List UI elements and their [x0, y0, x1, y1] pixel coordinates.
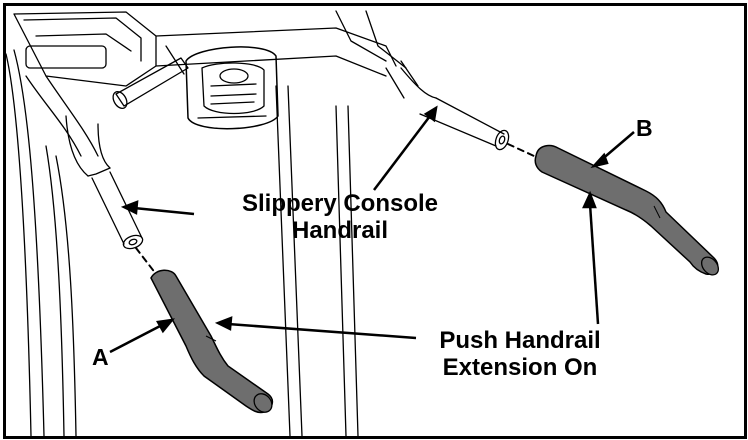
- label-slippery-console-handrail: Slippery Console Handrail: [220, 190, 460, 245]
- label-a: A: [92, 344, 109, 370]
- label-b: B: [636, 115, 653, 141]
- handrail-extension-b: [534, 144, 720, 276]
- label-push-line1: Push Handrail: [439, 327, 601, 354]
- arrow-slippery-left: [120, 200, 195, 216]
- right-console-handrail: [400, 67, 510, 151]
- diagram-frame: A B Slippery Console Handrail Push Handr…: [3, 3, 747, 439]
- console-body: [13, 10, 407, 157]
- arrow-a: [109, 318, 175, 354]
- insertion-guides: [135, 143, 535, 275]
- handrail-extension-a: [150, 269, 274, 414]
- left-console-handrail: [65, 115, 144, 250]
- display-pod: [185, 46, 279, 130]
- arrow-b: [590, 131, 635, 169]
- label-push-handrail-extension: Push Handrail Extension On: [410, 327, 630, 382]
- treadmill-illustration: [6, 10, 720, 436]
- label-push-line2: Extension On: [442, 353, 598, 381]
- right-upright: [275, 85, 359, 436]
- label-slippery-line2: Handrail: [291, 216, 389, 244]
- label-slippery-line1: Slippery Console: [241, 190, 439, 217]
- left-upright: [6, 49, 77, 436]
- arrow-slippery-right: [373, 105, 438, 191]
- console-handlebars: [112, 45, 419, 110]
- arrow-push-b: [582, 190, 600, 325]
- arrow-push-a: [214, 316, 417, 340]
